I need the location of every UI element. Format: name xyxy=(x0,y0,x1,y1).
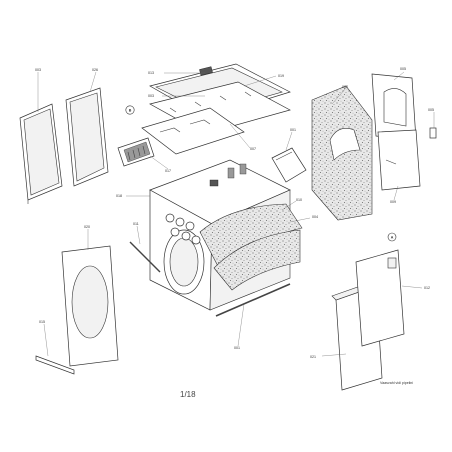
callout-026: 026 xyxy=(92,68,98,72)
callout-020: 020 xyxy=(84,225,90,229)
marker-b: B xyxy=(125,105,135,115)
page-number: 1/18 xyxy=(180,390,196,399)
callout-labels: 003 026 013 003 019 002 005 007 017 005 … xyxy=(35,67,434,359)
callout-018: 018 xyxy=(116,194,122,198)
rear-panel-009 xyxy=(377,129,421,191)
callout-017: 017 xyxy=(165,169,171,173)
callout-001: 001 xyxy=(290,128,296,132)
callout-005: 005 xyxy=(400,67,406,71)
left-door-panel-003 xyxy=(19,103,63,204)
callout-002: 002 xyxy=(342,85,348,89)
callout-003: 003 xyxy=(35,68,41,72)
rear-insulation-block xyxy=(311,85,373,221)
insulation-wrap xyxy=(199,203,303,291)
marker-a: A xyxy=(387,232,397,242)
callout-003b: 003 xyxy=(148,94,154,98)
callout-005b: 005 xyxy=(428,108,434,112)
rear-panel-005 xyxy=(371,73,417,141)
callout-019: 019 xyxy=(278,74,284,78)
marker-b-label: B xyxy=(129,109,132,113)
callout-009: 009 xyxy=(390,200,396,204)
left-door-panel-026 xyxy=(65,87,109,187)
marker-a-label: A xyxy=(391,236,394,240)
callout-007: 007 xyxy=(250,147,256,151)
callout-001b: 001 xyxy=(234,346,240,350)
footer-note: Vaasvahl vidi pipelini xyxy=(380,381,413,385)
side-panel-012 xyxy=(355,249,405,347)
callout-021: 021 xyxy=(310,355,316,359)
flue-connector xyxy=(271,147,307,183)
flue-baffle-plate xyxy=(141,107,245,155)
small-bracket xyxy=(429,127,437,139)
callout-015: 015 xyxy=(39,320,45,324)
support-bracket xyxy=(35,355,75,375)
callout-004: 004 xyxy=(312,215,318,219)
callout-010: 010 xyxy=(296,198,302,202)
tie-rod-left xyxy=(129,241,161,273)
callout-012: 012 xyxy=(424,286,430,290)
callout-013: 013 xyxy=(148,71,154,75)
callout-011: 011 xyxy=(133,222,139,226)
burner-unit xyxy=(117,137,155,167)
leader-lines xyxy=(37,71,435,357)
front-panel xyxy=(61,245,119,367)
tie-rod-bottom xyxy=(215,283,291,317)
